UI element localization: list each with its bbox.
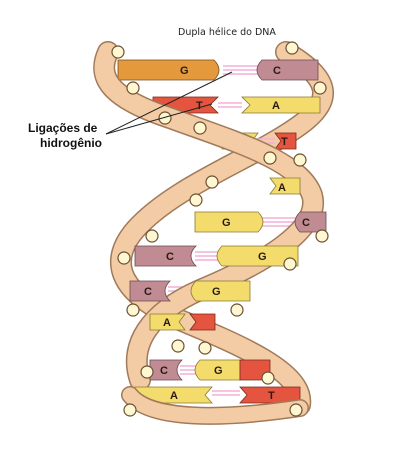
callout-arrows: [105, 71, 233, 135]
base-label: C: [144, 286, 152, 298]
base-label: T: [196, 100, 203, 112]
base-label: A: [170, 390, 178, 402]
base-g: [194, 211, 264, 233]
base-label: A: [272, 100, 280, 112]
base-label: C: [166, 251, 174, 263]
base-label: A: [163, 317, 171, 329]
base-label: T: [268, 390, 275, 402]
base-t: [189, 313, 216, 331]
base-c: [294, 211, 327, 233]
base-t: [274, 132, 297, 150]
base-label: C: [160, 365, 168, 377]
base-a: [241, 96, 321, 114]
base-label: G: [222, 217, 231, 229]
base-label: C: [302, 217, 310, 229]
base-label: G: [258, 251, 267, 263]
base-c: [129, 280, 171, 302]
base-g: [117, 59, 220, 81]
base-c: [256, 59, 319, 81]
base-label: C: [273, 65, 281, 77]
base-a: [269, 177, 301, 195]
phosphate-groups: [111, 41, 329, 417]
base-c: [134, 245, 197, 267]
base-label: G: [214, 365, 223, 377]
base-g: [190, 280, 251, 302]
base-label: G: [212, 286, 221, 298]
base-label: G: [180, 65, 189, 77]
base-c: [149, 359, 183, 381]
base-pairs: G C T A A T: [117, 59, 321, 150]
callout-label-line1: Ligações de: [28, 121, 98, 135]
base-label: T: [281, 136, 288, 148]
base-label: A: [278, 182, 286, 194]
callout-label-line2: hidrogênio: [40, 136, 102, 150]
diagram-title: Dupla hélice do DNA: [178, 27, 276, 38]
base-a: [149, 313, 186, 331]
base-g: [194, 359, 241, 381]
